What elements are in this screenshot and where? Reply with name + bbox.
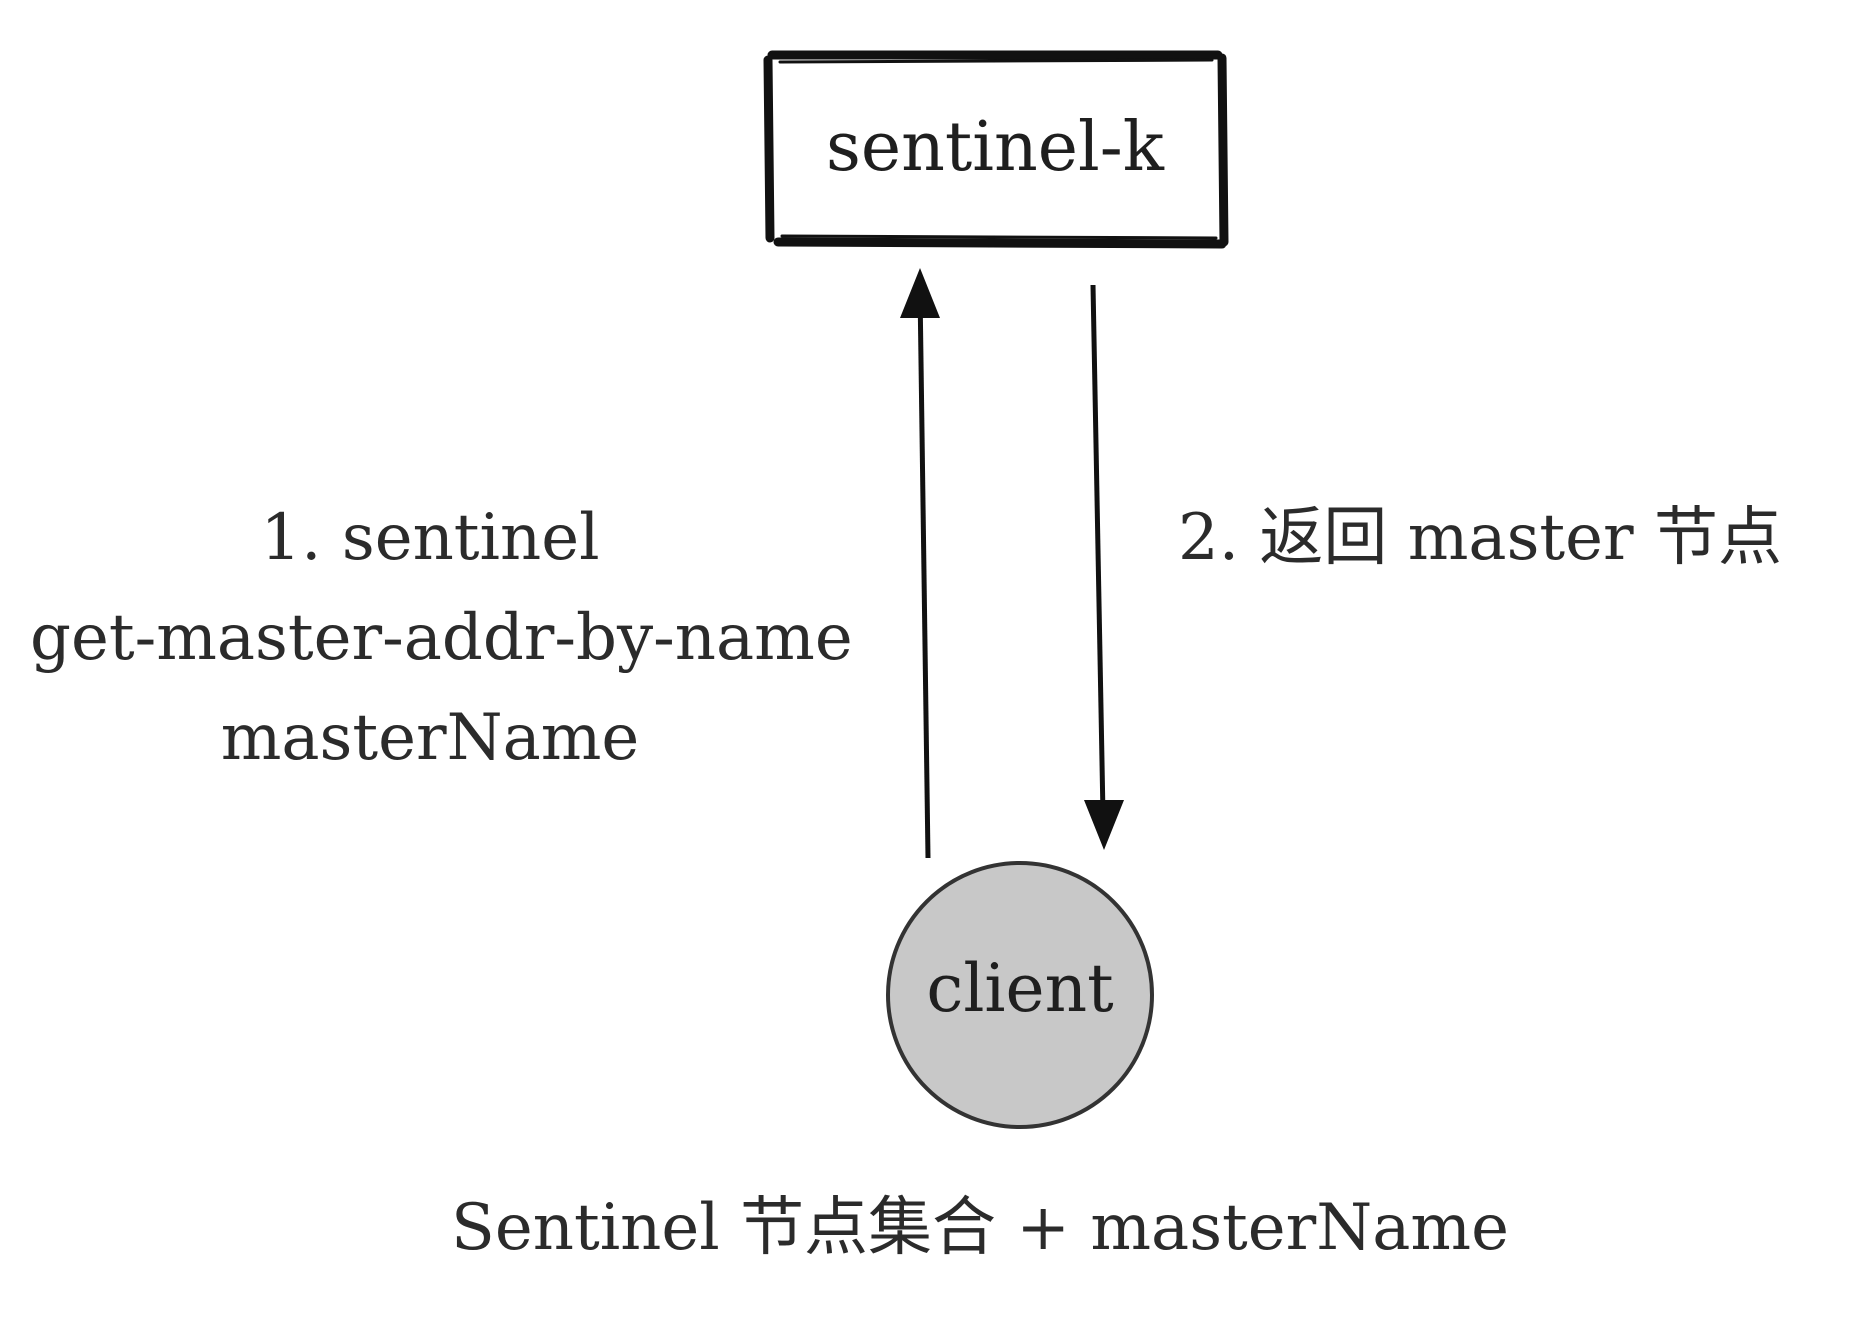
response-label: 2. 返回 master 节点 xyxy=(1178,501,1782,575)
diagram-caption: Sentinel 节点集合 + masterName xyxy=(451,1191,1509,1265)
sentinel-box xyxy=(763,50,1229,249)
request-label-line2: get-master-addr-by-name xyxy=(30,601,853,675)
request-arrowhead xyxy=(900,268,940,318)
request-arrow xyxy=(917,289,931,859)
sentinel-box-inner xyxy=(778,58,1218,240)
response-arrowhead xyxy=(1084,800,1124,850)
request-label-line3: masterName xyxy=(220,701,640,775)
client-node xyxy=(886,861,1154,1129)
request-label-line1: 1. sentinel xyxy=(260,501,600,575)
sentinel-node-label: sentinel-k xyxy=(826,108,1164,187)
response-arrow xyxy=(1090,284,1106,816)
sentinel-node xyxy=(763,50,1229,249)
client-node-label: client xyxy=(926,950,1114,1027)
